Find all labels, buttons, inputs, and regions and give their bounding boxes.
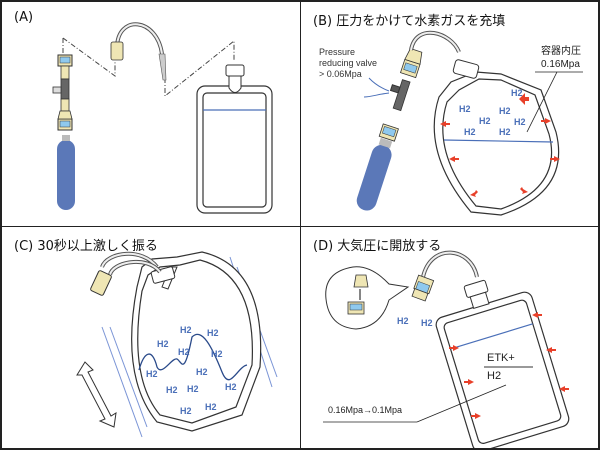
pressure-arrow	[449, 345, 459, 351]
panel-a: (A)	[2, 2, 301, 227]
pressure-arrow	[449, 156, 459, 162]
gas-label: H2	[178, 347, 190, 357]
panel-a-illustration	[52, 22, 273, 214]
gas-label: H2	[146, 369, 158, 379]
regulator-assembly	[52, 54, 73, 131]
connector-detail	[347, 274, 369, 315]
pressure-arrow	[546, 347, 556, 353]
regulator-assembly	[389, 48, 423, 112]
liquid-level-line	[450, 323, 533, 350]
connection-tube	[421, 250, 479, 278]
panel-c-illustration: H2 H2 H2 H2 H2 H2 H2 H2 H2 H2 H2 H2	[76, 251, 278, 438]
pressure-leader-line	[526, 71, 558, 133]
gas-label: H2	[207, 328, 219, 338]
panel-b-title: (B) 圧力をかけて水素ガスを充填	[313, 14, 506, 29]
gas-label: H2	[459, 104, 471, 114]
gas-bag	[131, 251, 262, 432]
pressure-arrow	[470, 190, 478, 197]
gas-label: H2	[225, 382, 237, 392]
gas-label: H2	[196, 367, 208, 377]
panel-d-title: (D) 大気圧に開放する	[313, 239, 442, 254]
panel-a-title: (A)	[14, 10, 34, 25]
panel-b-illustration: Pressure reducing valve > 0.06Mpa	[319, 30, 583, 216]
gas-bag	[435, 279, 570, 448]
valve-label-line1: Pressure	[319, 47, 355, 57]
valve-label-line2: reducing valve	[319, 58, 377, 68]
liquid-wave-line	[138, 333, 248, 381]
bag-content-top: ETK+	[487, 352, 515, 364]
hydrogen-cylinder	[356, 123, 399, 211]
liquid-level-line	[443, 139, 554, 143]
gas-label: H2	[499, 127, 511, 137]
gas-label: H2	[187, 384, 199, 394]
tube-connector	[110, 41, 124, 61]
gas-label: H2	[157, 339, 169, 349]
pressure-label-line1: 容器内圧	[541, 44, 581, 57]
pressure-label-line2: 0.16Mpa	[541, 59, 580, 70]
gas-label: H2	[499, 106, 511, 116]
pressure-arrow	[541, 118, 551, 124]
gas-label: H2	[211, 349, 223, 359]
panel-c-title: (C) 30秒以上激しく振る	[14, 239, 158, 254]
shake-direction-arrow	[76, 361, 117, 428]
bag-content-bottom: H2	[487, 370, 501, 382]
panel-d: (D) 大気圧に開放する H2 H2 H2 H2	[301, 227, 598, 448]
disconnected-connector	[411, 274, 435, 302]
tube-needle	[158, 53, 167, 81]
pressure-arrows	[449, 312, 569, 419]
gas-bag	[433, 59, 560, 216]
vent-arrow	[363, 92, 390, 98]
gas-label: H2	[180, 406, 192, 416]
gas-label: H2	[205, 402, 217, 412]
vent-arrow	[368, 77, 390, 92]
tube-connector	[90, 270, 112, 296]
pressure-arrow	[440, 121, 450, 127]
gas-label: H2	[397, 316, 409, 326]
panel-d-illustration: H2 H2 H2 H2 H2 ETK+ H2 0.16Mpa→0.1Mpa	[323, 250, 570, 448]
pressure-arrow	[550, 156, 560, 162]
valve-label-line3: > 0.06Mpa	[319, 69, 362, 79]
gas-label: H2	[421, 318, 433, 328]
pressure-arrow	[559, 386, 569, 392]
gas-label: H2	[511, 88, 523, 98]
gas-label: H2	[464, 127, 476, 137]
connection-guide-line	[62, 37, 116, 77]
gas-label: H2	[479, 116, 491, 126]
gas-label: H2	[180, 325, 192, 335]
gas-label: H2	[166, 385, 178, 395]
panel-c: (C) 30秒以上激しく振る	[2, 227, 301, 448]
detail-callout-bubble	[325, 266, 410, 330]
pressure-arrow	[464, 379, 474, 385]
gas-label: H2	[514, 117, 526, 127]
pressure-arrow	[471, 413, 481, 419]
pressure-leader-line	[416, 384, 507, 423]
pressure-arrows	[440, 93, 560, 197]
panel-b: (B) 圧力をかけて水素ガスを充填 Pressure reducing valv…	[301, 2, 598, 227]
pressure-arrow	[532, 312, 542, 318]
gas-bag	[196, 64, 273, 214]
hydrogen-cylinder	[57, 140, 75, 210]
connection-guide-line	[164, 39, 235, 98]
pressure-arrow	[519, 93, 529, 105]
pressure-arrow	[520, 187, 528, 194]
pressure-change-label: 0.16Mpa→0.1Mpa	[328, 405, 402, 415]
